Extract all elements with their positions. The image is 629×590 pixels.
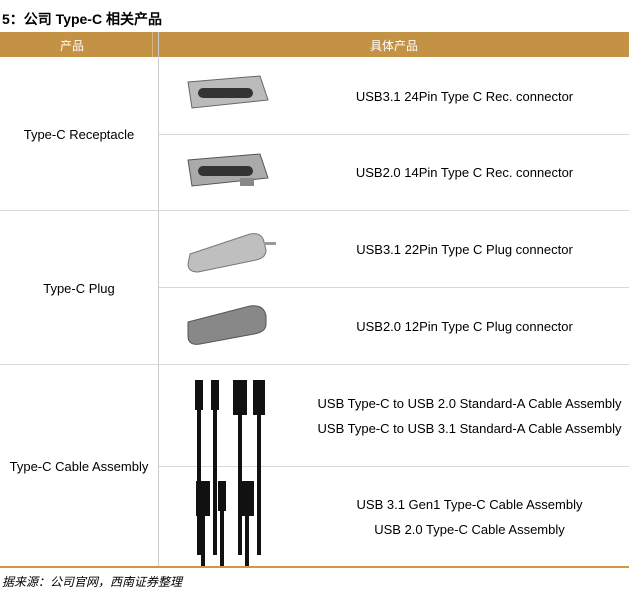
table-title: 5：公司 Type-C 相关产品 bbox=[2, 11, 162, 27]
cable-type-c-image bbox=[196, 481, 254, 566]
product-text: USB 3.1 Gen1 Type-C Cable Assembly bbox=[356, 497, 583, 512]
product-text: USB2.0 14Pin Type C Rec. connector bbox=[355, 165, 574, 180]
product-text: USB Type-C to USB 2.0 Standard-A Cable A… bbox=[317, 396, 622, 411]
table-header: 产品 具体产品 bbox=[0, 32, 629, 57]
source-note: 据来源：公司官网，西南证券整理 bbox=[2, 575, 183, 589]
category-receptacle: Type-C Receptacle bbox=[23, 127, 135, 142]
plug-22pin-image bbox=[187, 233, 276, 273]
plug-12pin-image bbox=[187, 305, 267, 345]
receptacle-14pin-image bbox=[187, 153, 269, 187]
header-product: 产品 bbox=[60, 39, 85, 53]
product-text: USB3.1 24Pin Type C Rec. connector bbox=[355, 89, 574, 104]
receptacle-24pin-image bbox=[187, 75, 269, 109]
category-cable: Type-C Cable Assembly bbox=[9, 459, 149, 474]
product-text: USB 2.0 Type-C Cable Assembly bbox=[374, 522, 565, 537]
category-plug: Type-C Plug bbox=[43, 281, 115, 296]
header-specific-product: 具体产品 bbox=[370, 39, 419, 53]
product-text: USB Type-C to USB 3.1 Standard-A Cable A… bbox=[317, 421, 622, 436]
product-text: USB3.1 22Pin Type C Plug connector bbox=[356, 242, 573, 257]
product-text: USB2.0 12Pin Type C Plug connector bbox=[356, 319, 573, 334]
